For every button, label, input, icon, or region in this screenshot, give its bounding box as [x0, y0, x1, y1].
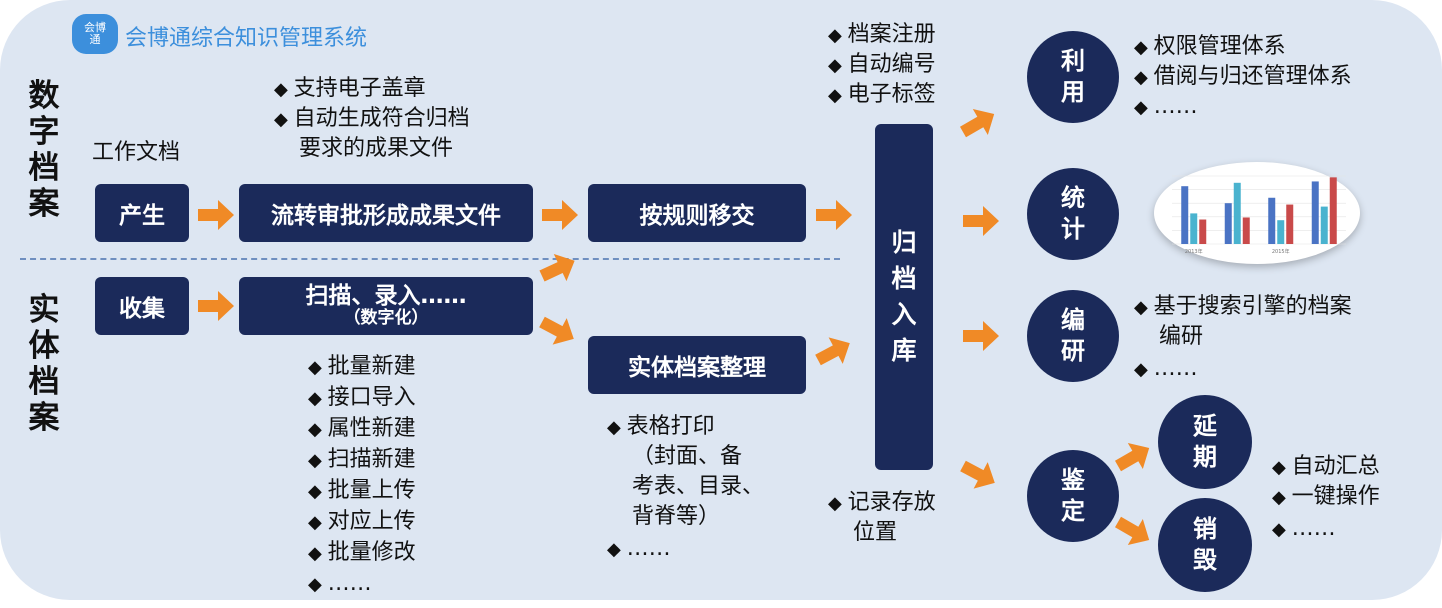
- archive-note-3: 电子标签: [828, 80, 936, 111]
- divider-line: [20, 258, 840, 260]
- chart-bar: [1242, 217, 1250, 244]
- collect-item-1: 批量新建: [308, 352, 416, 383]
- chart-bar: [1233, 182, 1241, 244]
- chart-bar: [1268, 197, 1276, 244]
- compile-note-3: ……: [1134, 354, 1198, 385]
- chart-bar: [1277, 220, 1285, 244]
- chart-bar: [1329, 177, 1337, 244]
- chart-bar: [1320, 206, 1328, 244]
- chart-tick-label: 2013年: [1185, 248, 1203, 255]
- archive-bottom-note-1: 记录存放: [828, 488, 936, 519]
- stats-label: 统计: [1061, 184, 1085, 243]
- archive-label: 归档入库: [891, 228, 917, 365]
- use-note-2: 借阅与归还管理体系: [1134, 62, 1352, 93]
- work-doc-label: 工作文档: [92, 140, 181, 165]
- side-label-physical: 实体档案: [28, 292, 60, 436]
- use-circle: 利用: [1027, 31, 1119, 123]
- collect-item-3: 属性新建: [308, 414, 416, 445]
- scan-subtitle: （数字化）: [343, 308, 429, 328]
- compile-circle: 编研: [1027, 290, 1119, 382]
- appraise-note-3: ……: [1272, 514, 1336, 545]
- archive-box: 归档入库: [875, 124, 933, 470]
- appraise-note-2: 一键操作: [1272, 482, 1380, 513]
- use-label: 利用: [1061, 47, 1085, 106]
- produce-note-1: 支持电子盖章: [274, 74, 426, 105]
- collect-item-2: 接口导入: [308, 383, 416, 414]
- use-note-1: 权限管理体系: [1134, 32, 1286, 63]
- compile-label: 编研: [1061, 306, 1085, 365]
- physical-item-more: ……: [607, 534, 671, 565]
- flow-approval-box: 流转审批形成成果文件: [239, 184, 533, 242]
- use-note-3: ……: [1134, 92, 1198, 123]
- stats-circle: 统计: [1027, 168, 1119, 260]
- archive-note-2: 自动编号: [828, 50, 936, 81]
- chart-bar: [1286, 204, 1294, 244]
- produce-note-3: 要求的成果文件: [299, 136, 454, 161]
- destroy-circle: 销毁: [1158, 498, 1252, 592]
- appraise-circle: 鉴定: [1027, 450, 1119, 542]
- collect-item-6: 对应上传: [308, 507, 416, 538]
- logo-text: 会博通综合知识管理系统: [125, 26, 368, 51]
- produce-box: 产生: [95, 184, 189, 242]
- physical-item-line-4: 背脊等）: [632, 504, 721, 529]
- physical-item-line-2: （封面、备: [632, 444, 743, 469]
- collect-items: 批量新建 接口导入 属性新建 扫描新建 批量上传 对应上传 批量修改 ……: [308, 352, 416, 600]
- chart-bar: [1199, 219, 1207, 244]
- chart-bar: [1224, 203, 1232, 244]
- compile-note-1: 基于搜索引擎的档案: [1134, 292, 1352, 323]
- collect-item-7: 批量修改: [308, 538, 416, 569]
- chart-tick-label: 2015年: [1272, 248, 1290, 255]
- collect-item-8: ……: [308, 569, 416, 600]
- collect-item-4: 扫描新建: [308, 445, 416, 476]
- physical-org-box: 实体档案整理: [588, 336, 806, 394]
- transfer-box: 按规则移交: [588, 184, 806, 242]
- scan-title: 扫描、录入……: [305, 283, 467, 309]
- logo-icon: 会博通: [72, 14, 118, 54]
- archive-note-1: 档案注册: [828, 20, 936, 51]
- collect-item-5: 批量上传: [308, 476, 416, 507]
- stats-chart: 2013年 2015年: [1154, 162, 1360, 264]
- chart-bar: [1190, 213, 1198, 244]
- destroy-label: 销毁: [1193, 515, 1217, 574]
- physical-item-1: 表格打印: [607, 412, 715, 443]
- appraise-label: 鉴定: [1061, 466, 1085, 525]
- compile-note-2: 编研: [1159, 324, 1204, 349]
- produce-note-2: 自动生成符合归档: [274, 104, 470, 135]
- scan-box: 扫描、录入…… （数字化）: [239, 277, 533, 335]
- physical-item-line-3: 考表、目录、: [632, 474, 765, 499]
- collect-box: 收集: [95, 277, 189, 335]
- extend-circle: 延期: [1158, 395, 1252, 489]
- chart-bar: [1311, 181, 1319, 244]
- extend-label: 延期: [1193, 412, 1217, 471]
- chart-bar: [1181, 186, 1189, 244]
- appraise-note-1: 自动汇总: [1272, 452, 1380, 483]
- mini-bar-chart: 2013年 2015年: [1172, 175, 1346, 255]
- archive-bottom-note-2: 位置: [853, 520, 898, 545]
- side-label-digital: 数字档案: [28, 78, 60, 222]
- logo-glyphs: 会博通: [84, 21, 106, 46]
